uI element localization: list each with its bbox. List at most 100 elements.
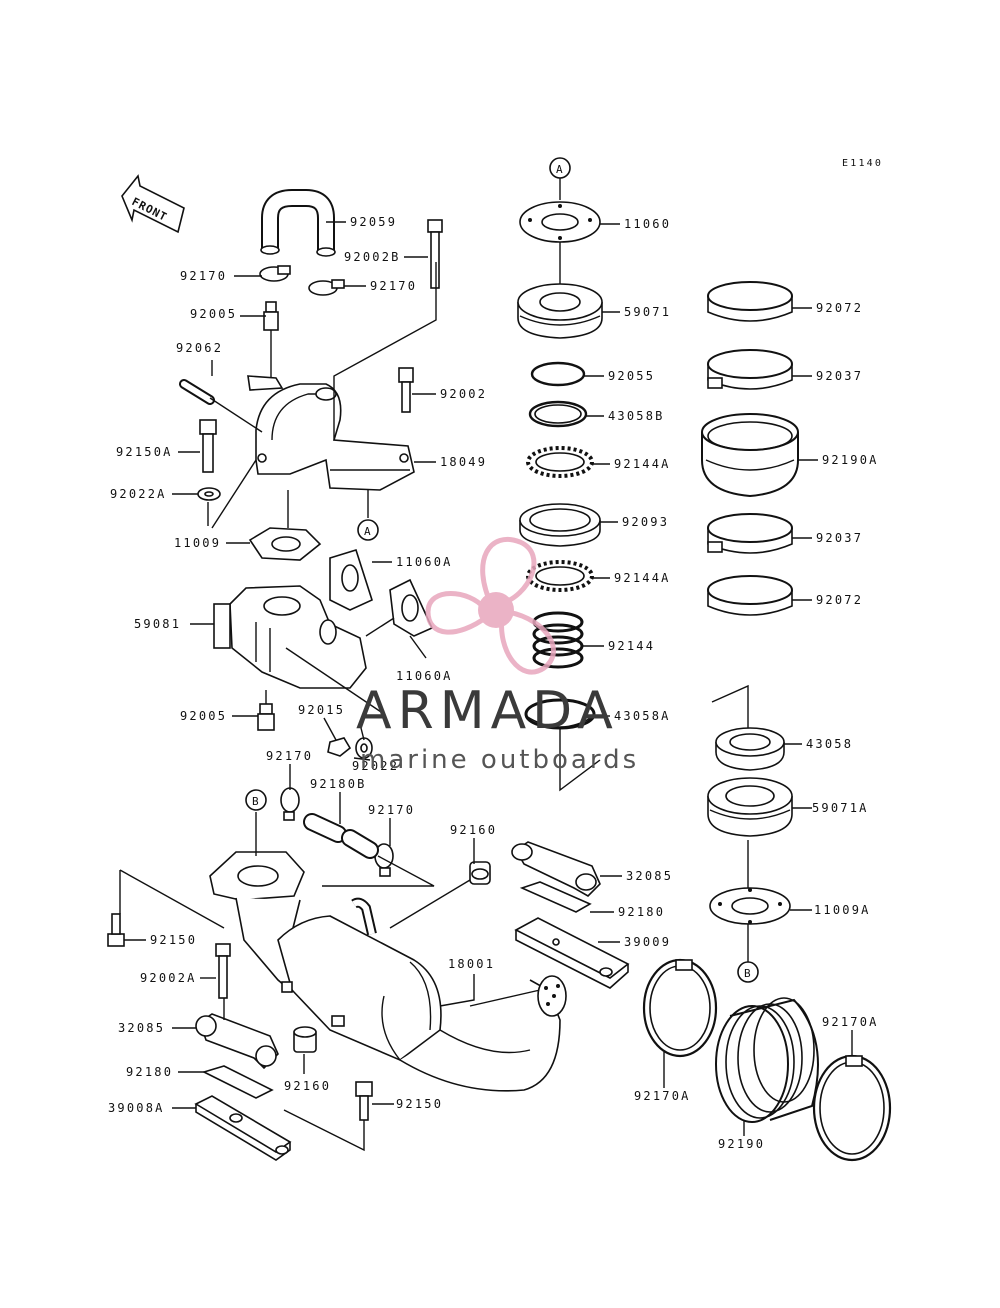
part-number-label: 92170	[370, 279, 417, 293]
part-number-label: 92170A	[634, 1089, 691, 1103]
bolt-part	[398, 367, 414, 413]
part-number-label: 92059	[350, 215, 397, 229]
part-number-label: 18001	[448, 957, 495, 971]
part-number-label: 92055	[608, 369, 655, 383]
ref-mark-b: B	[737, 961, 759, 983]
o-ring-part	[530, 361, 586, 387]
part-number-label: 92037	[816, 369, 863, 383]
svg-text:A: A	[556, 163, 563, 176]
bolt-part	[199, 419, 217, 473]
bolt-part	[427, 219, 443, 289]
part-number-label: 92160	[284, 1079, 331, 1093]
part-number-label: 92002	[440, 387, 487, 401]
part-number-label: 18049	[440, 455, 487, 469]
part-number-label: 59071	[624, 305, 671, 319]
exhaust-elbow-part	[247, 375, 415, 491]
part-number-label: 92144	[608, 639, 655, 653]
part-number-label: 32085	[626, 869, 673, 883]
front-arrow-icon: FRONT	[121, 174, 185, 234]
clamp-part	[259, 265, 345, 296]
bolt-part	[215, 943, 231, 999]
exhaust-manifold-part	[213, 585, 367, 689]
part-labels: 92059 92002B 92170 92170 92005 92062 920…	[108, 215, 879, 1151]
spacer-part	[293, 1026, 317, 1053]
part-number-label: 92015	[298, 703, 345, 717]
band-part	[707, 281, 793, 322]
part-number-label: 39009	[624, 935, 671, 949]
hose-part	[303, 813, 379, 859]
fitting-part	[263, 301, 279, 331]
svg-text:B: B	[252, 795, 259, 808]
expansion-chamber-part	[209, 851, 567, 1092]
armada-watermark: ARMADA marine outboards	[356, 536, 639, 775]
exhaust-housing-part	[517, 283, 603, 339]
bolt-part	[355, 1081, 373, 1121]
part-number-label: 92062	[176, 341, 223, 355]
part-number-label: 92190A	[822, 453, 879, 467]
ref-mark-a: A	[357, 519, 379, 541]
seal-part	[715, 727, 785, 771]
part-number-label: 92144A	[614, 457, 671, 471]
part-number-label: 92150A	[116, 445, 173, 459]
damper-plate-part	[201, 1065, 274, 1099]
part-number-label: 92072	[816, 301, 863, 315]
bracket-part	[194, 1095, 292, 1161]
boot-part	[715, 997, 819, 1123]
part-number-label: 92093	[622, 515, 669, 529]
part-number-label: 39008A	[108, 1101, 165, 1115]
exhaust-cover-part	[709, 887, 791, 925]
engine-mount-part	[469, 841, 601, 897]
clamp-part	[707, 513, 793, 554]
part-number-label: 92150	[150, 933, 197, 947]
part-number-label: 11009A	[814, 903, 871, 917]
svg-text:B: B	[744, 967, 751, 980]
part-number-label: 11060A	[396, 555, 453, 569]
bolt-part	[107, 913, 125, 947]
bracket-part	[514, 917, 630, 989]
part-number-label: 92002B	[344, 250, 401, 264]
part-number-label: 92005	[180, 709, 227, 723]
part-number-label: 11009	[174, 536, 221, 550]
ref-mark-b: B	[245, 789, 267, 811]
part-number-label: 92037	[816, 531, 863, 545]
ring-part	[528, 400, 588, 428]
part-number-label: 92170	[180, 269, 227, 283]
hose-part	[260, 189, 336, 257]
exhaust-housing-part	[707, 777, 793, 837]
svg-text:A: A	[364, 525, 371, 538]
part-number-label: 59071A	[812, 801, 869, 815]
leader-lines	[119, 178, 853, 1152]
part-number-label: 43058B	[608, 409, 665, 423]
part-number-label: 92180	[618, 905, 665, 919]
part-number-label: 43058	[806, 737, 853, 751]
band-part	[707, 575, 793, 616]
exhaust-cover-part	[519, 201, 601, 243]
part-number-label: 92005	[190, 307, 237, 321]
seal-part	[519, 503, 601, 547]
part-number-label: 92170A	[822, 1015, 879, 1029]
damper-plate-part	[519, 881, 592, 913]
part-number-label: 92190	[718, 1137, 765, 1151]
part-number-label: 92144A	[614, 571, 671, 585]
ref-mark-a: A	[549, 157, 571, 179]
part-number-label: 92170	[368, 803, 415, 817]
part-number-label: 92160	[450, 823, 497, 837]
watermark-tagline: marine outboards	[360, 745, 639, 775]
part-number-label: 11060A	[396, 669, 453, 683]
nut-part	[327, 737, 373, 759]
part-number-label: 92170	[266, 749, 313, 763]
gasket-part	[248, 527, 322, 561]
part-number-label: 92180	[126, 1065, 173, 1079]
part-number-label: 92180B	[310, 777, 367, 791]
clamp-part	[707, 349, 793, 390]
diagram-code: E1140	[842, 158, 883, 169]
clamp-part	[812, 1054, 892, 1162]
part-number-label: 32085	[118, 1021, 165, 1035]
part-number-label: 92150	[396, 1097, 443, 1111]
watermark-brand: ARMADA	[356, 681, 619, 741]
part-number-label: 59081	[134, 617, 181, 631]
spring-part	[526, 560, 594, 592]
gasket-part	[389, 578, 434, 637]
part-number-label: 92022	[352, 759, 399, 773]
